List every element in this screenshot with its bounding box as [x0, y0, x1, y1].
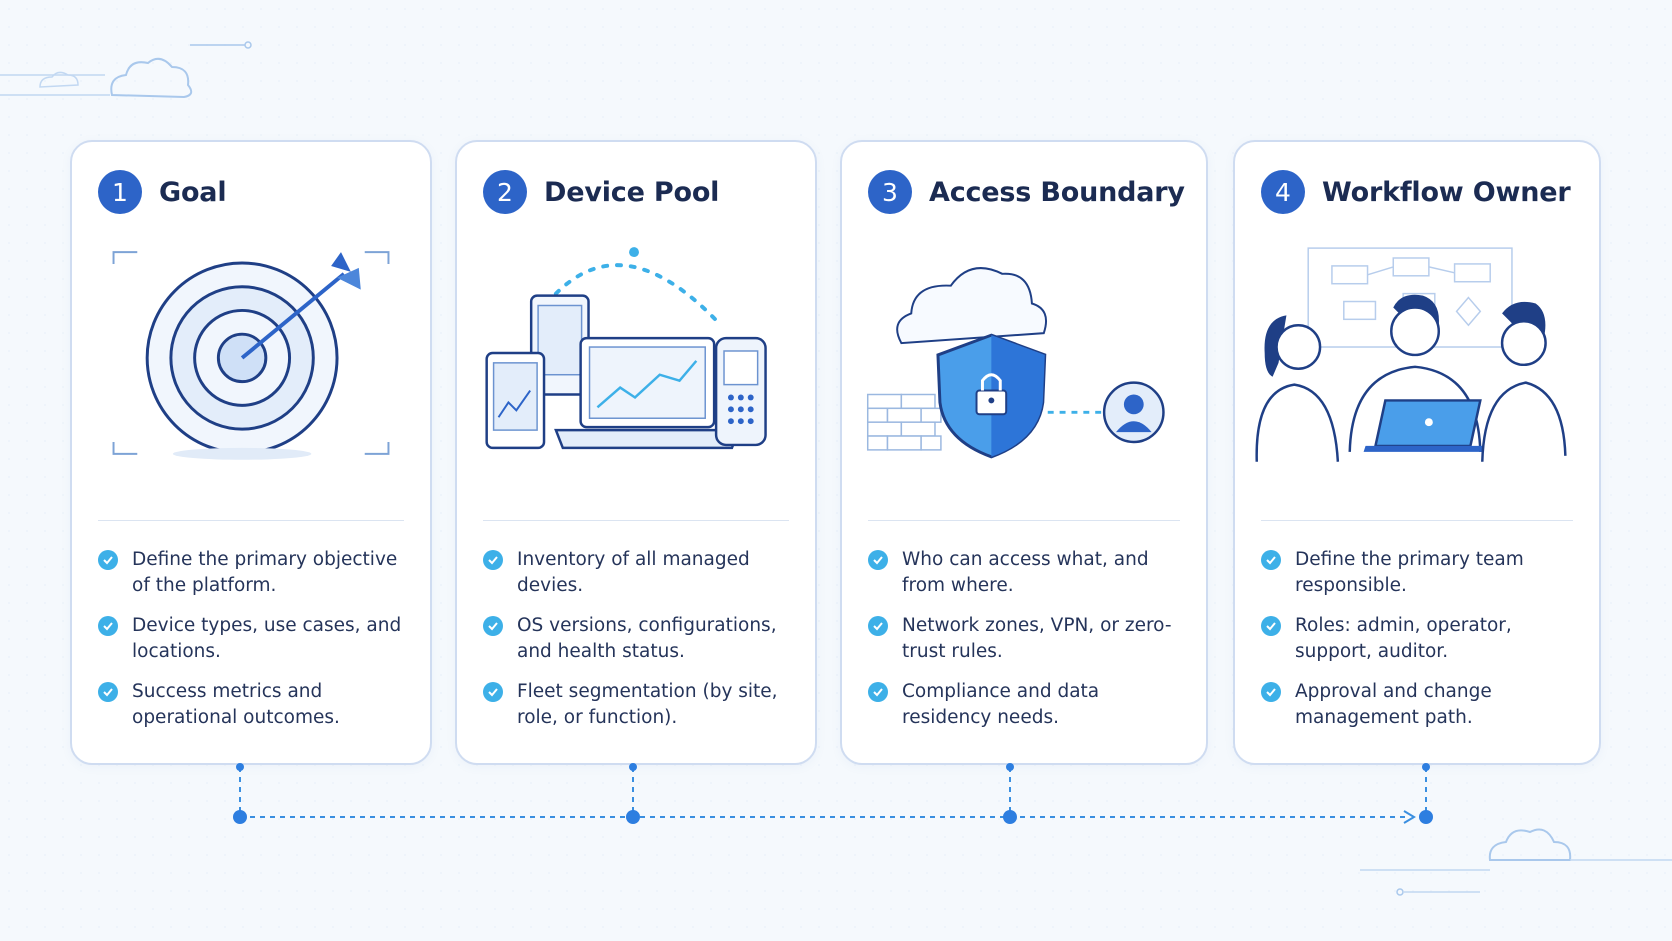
target-arrow-icon [112, 251, 390, 460]
step-title: Workflow Owner [1322, 176, 1571, 208]
check-icon [868, 550, 888, 570]
card-divider [868, 520, 1180, 521]
check-icon [1261, 682, 1281, 702]
card-divider [1261, 520, 1573, 521]
bullet-text: Define the primary objective of the plat… [132, 549, 398, 596]
cloud-circuit-decoration-bottom-right [1360, 828, 1672, 896]
list-item: Inventory of all managed devies. [483, 547, 797, 599]
list-item: Compliance and data residency needs. [868, 679, 1188, 731]
bullet-list: Define the primary team responsible. Rol… [1261, 547, 1581, 745]
team-icon [1255, 247, 1567, 462]
cloud-circuit-decoration-top-left [0, 41, 252, 99]
check-icon [483, 550, 503, 570]
step-number-badge: 4 [1261, 170, 1305, 214]
bullet-text: Roles: admin, operator, support, auditor… [1295, 615, 1512, 662]
bullet-text: Who can access what, and from where. [902, 549, 1149, 596]
list-item: Success metrics and operational outcomes… [98, 679, 412, 731]
check-icon [868, 682, 888, 702]
step-card-goal: 1 Goal Define the primary objective of t… [70, 140, 432, 765]
list-item: Approval and change management path. [1261, 679, 1581, 731]
bullet-text: Compliance and data residency needs. [902, 681, 1100, 728]
list-item: Fleet segmentation (by site, role, or fu… [483, 679, 797, 731]
step-card-workflow-owner: 4 Workflow Owner Define the primary team… [1233, 140, 1601, 765]
bullet-text: Device types, use cases, and locations. [132, 615, 402, 662]
step-card-device-pool: 2 Device Pool Inventory of all managed d… [455, 140, 817, 765]
step-title: Device Pool [544, 176, 720, 208]
shield-lock-icon [866, 267, 1165, 459]
bullet-text: Define the primary team responsible. [1295, 549, 1524, 596]
card-divider [483, 520, 789, 521]
bullet-text: OS versions, configurations, and health … [517, 615, 777, 662]
bullet-text: Success metrics and operational outcomes… [132, 681, 340, 728]
bullet-text: Approval and change management path. [1295, 681, 1492, 728]
list-item: Roles: admin, operator, support, auditor… [1261, 613, 1581, 665]
step-number-badge: 2 [483, 170, 527, 214]
list-item: Define the primary team responsible. [1261, 547, 1581, 599]
devices-icon [485, 247, 767, 450]
bullet-text: Inventory of all managed devies. [517, 549, 750, 596]
card-divider [98, 520, 404, 521]
list-item: Device types, use cases, and locations. [98, 613, 412, 665]
bullet-list: Who can access what, and from where. Net… [868, 547, 1188, 745]
list-item: Who can access what, and from where. [868, 547, 1188, 599]
check-icon [483, 616, 503, 636]
check-icon [98, 550, 118, 570]
list-item: Define the primary objective of the plat… [98, 547, 412, 599]
check-icon [1261, 616, 1281, 636]
step-title: Access Boundary [929, 176, 1185, 208]
step-title: Goal [159, 176, 227, 208]
step-number-badge: 3 [868, 170, 912, 214]
bullet-list: Inventory of all managed devies. OS vers… [483, 547, 797, 745]
check-icon [98, 682, 118, 702]
check-icon [98, 616, 118, 636]
step-card-access-boundary: 3 Access Boundary Who can access what, a… [840, 140, 1208, 765]
check-icon [868, 616, 888, 636]
check-icon [1261, 550, 1281, 570]
list-item: Network zones, VPN, or zero-trust rules. [868, 613, 1188, 665]
bullet-list: Define the primary objective of the plat… [98, 547, 412, 745]
bullet-text: Network zones, VPN, or zero-trust rules. [902, 615, 1172, 662]
check-icon [483, 682, 503, 702]
list-item: OS versions, configurations, and health … [483, 613, 797, 665]
step-number-badge: 1 [98, 170, 142, 214]
bullet-text: Fleet segmentation (by site, role, or fu… [517, 681, 778, 728]
